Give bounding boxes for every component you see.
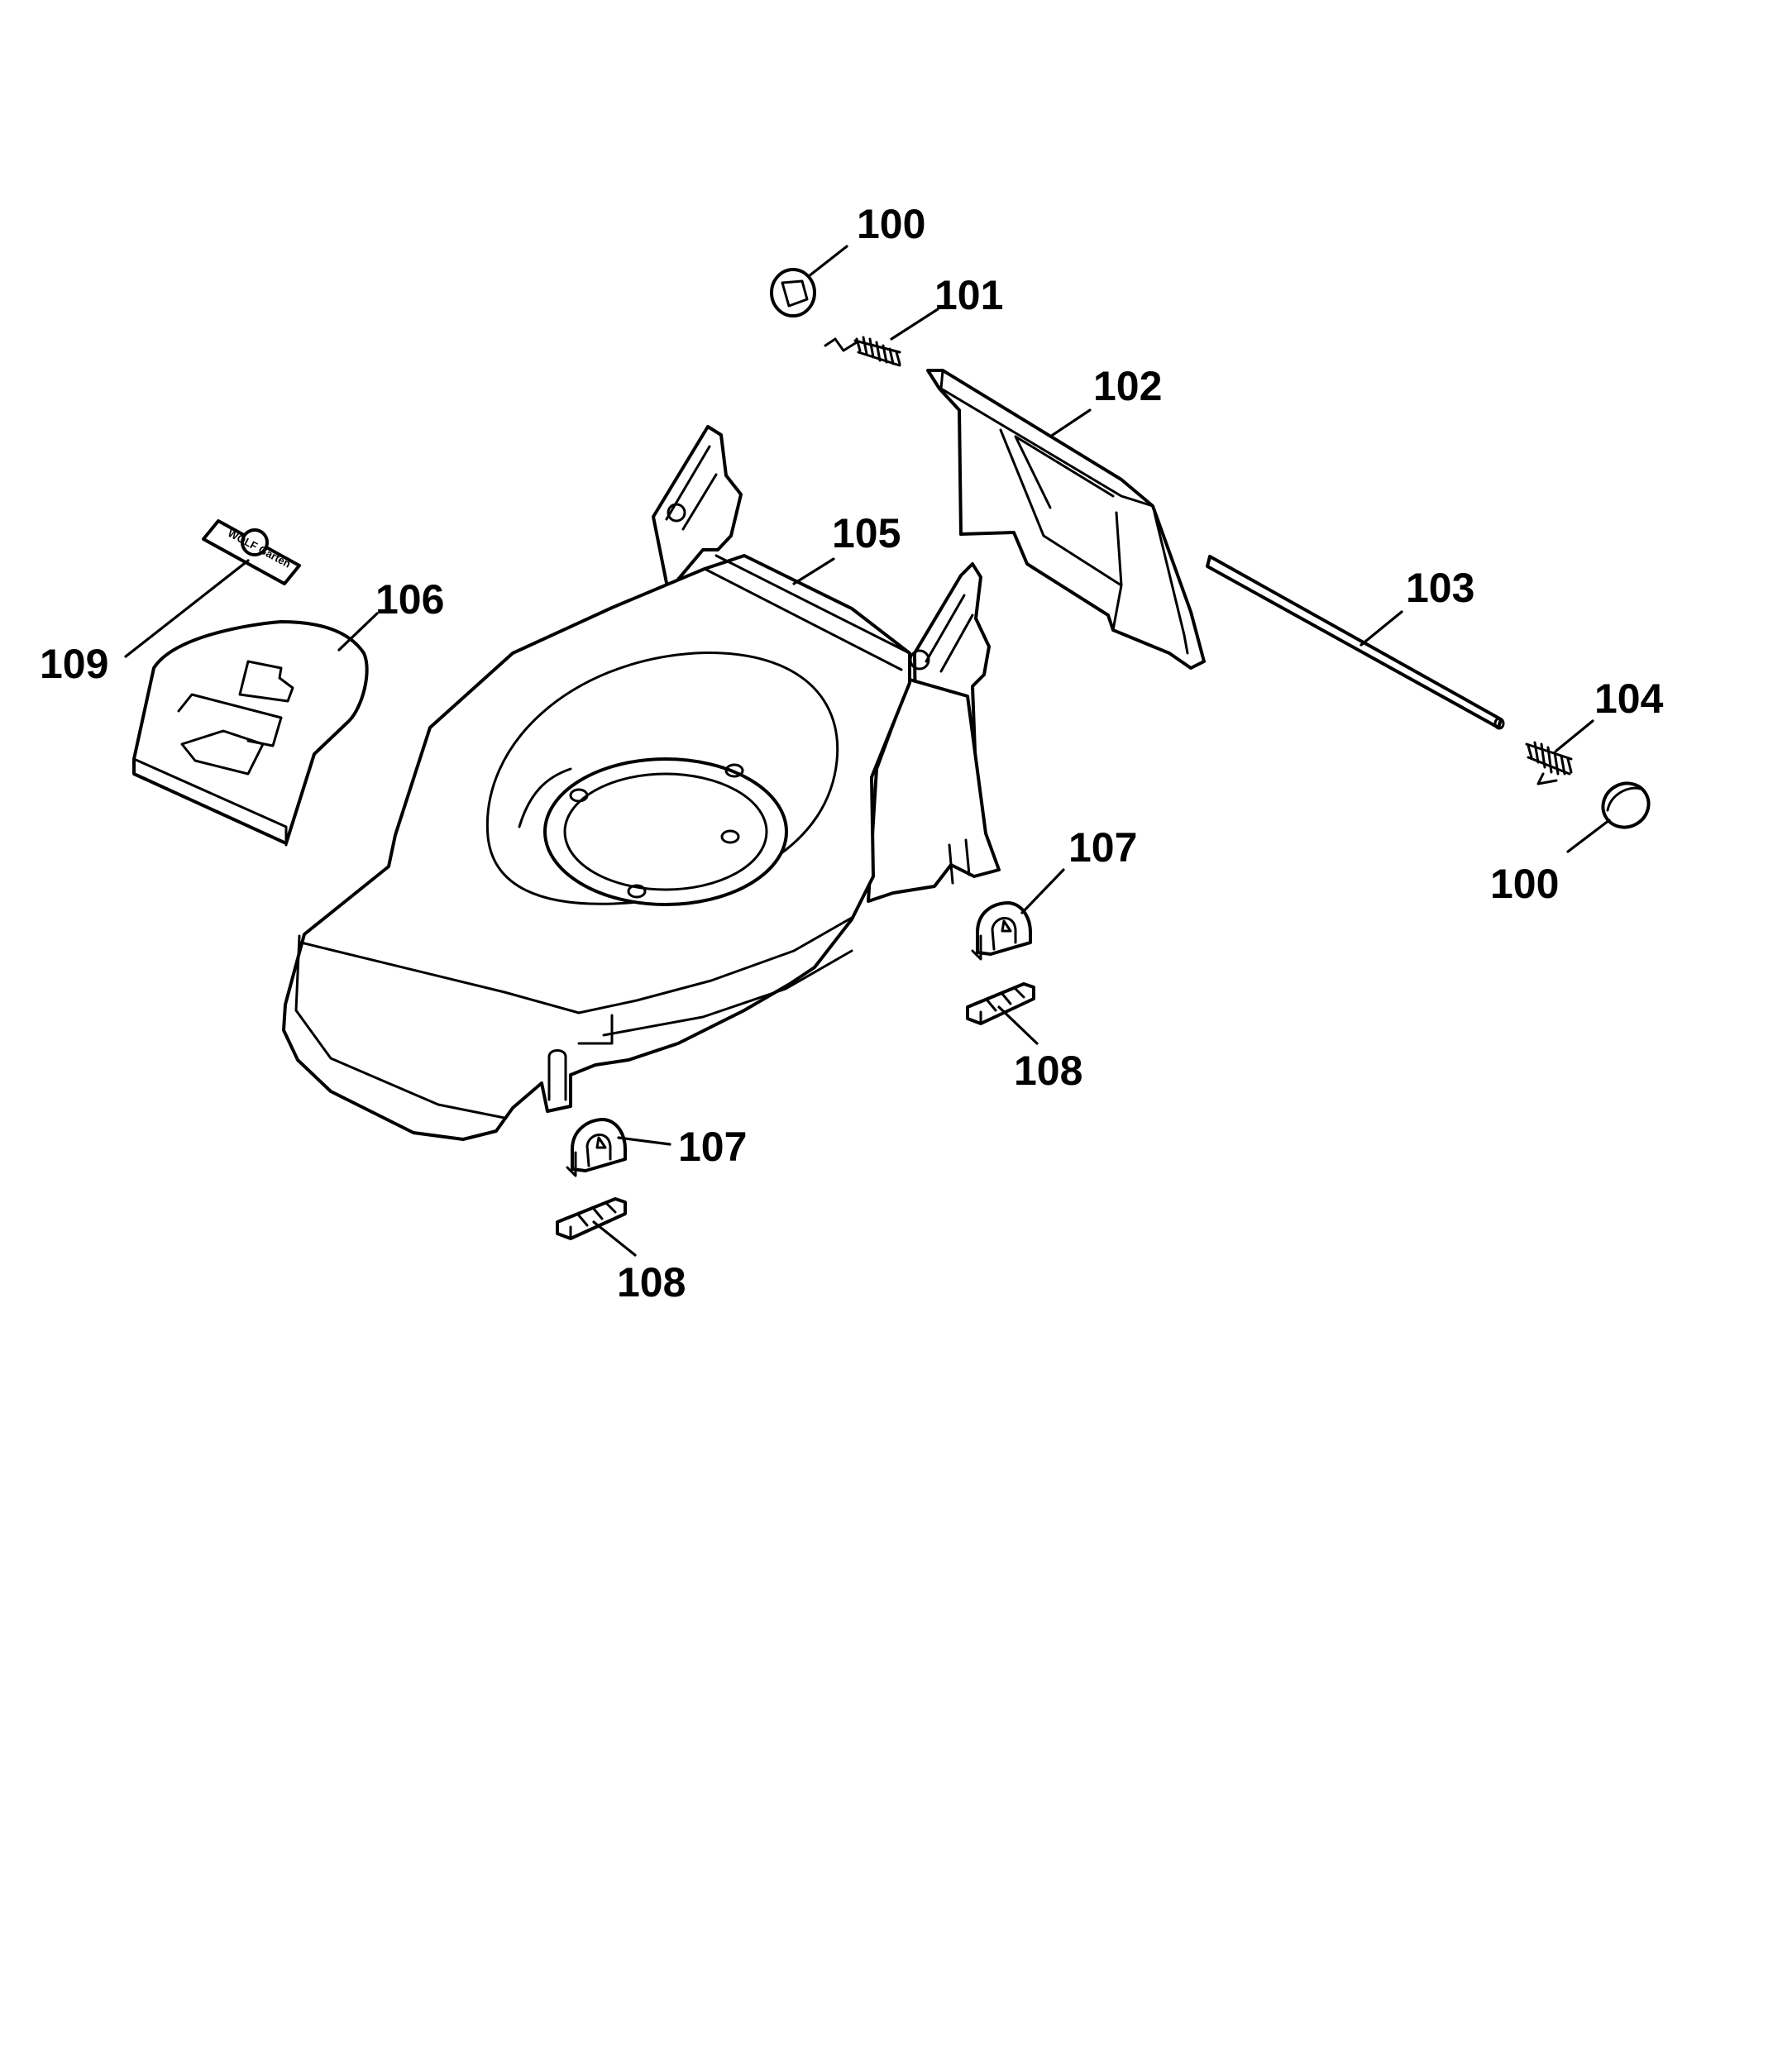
emblem-109: WOLF Garten [202,519,301,585]
label-105: 105 [832,510,901,556]
deck-housing-105 [282,425,1001,1141]
label-106: 106 [375,576,444,623]
label-100-right: 100 [1490,861,1559,907]
label-102: 102 [1093,363,1162,409]
label-108-bottom: 108 [617,1259,686,1306]
label-109: 109 [40,641,108,687]
callout-labels: 100 101 102 103 104 100 105 106 109 107 … [40,201,1664,1306]
clip-107-right [971,901,1032,961]
label-107-right: 107 [1068,824,1137,871]
rear-cover-106 [132,620,369,847]
rod-103 [1206,555,1505,730]
cap-100-right [1601,781,1651,829]
label-108-right: 108 [1014,1048,1082,1094]
label-103: 103 [1406,565,1474,611]
washer-100-top [770,268,816,317]
spring-101 [824,336,901,367]
label-107-bottom: 107 [678,1124,747,1170]
label-100-top: 100 [857,201,925,247]
label-101: 101 [934,272,1003,318]
deflector-flap-102 [926,369,1206,670]
spring-104 [1525,741,1573,785]
label-104: 104 [1594,675,1664,722]
clip-107-bottom [566,1118,627,1177]
block-108-right [966,982,1035,1025]
block-108-bottom [556,1197,627,1240]
leader-lines [124,245,1611,1257]
